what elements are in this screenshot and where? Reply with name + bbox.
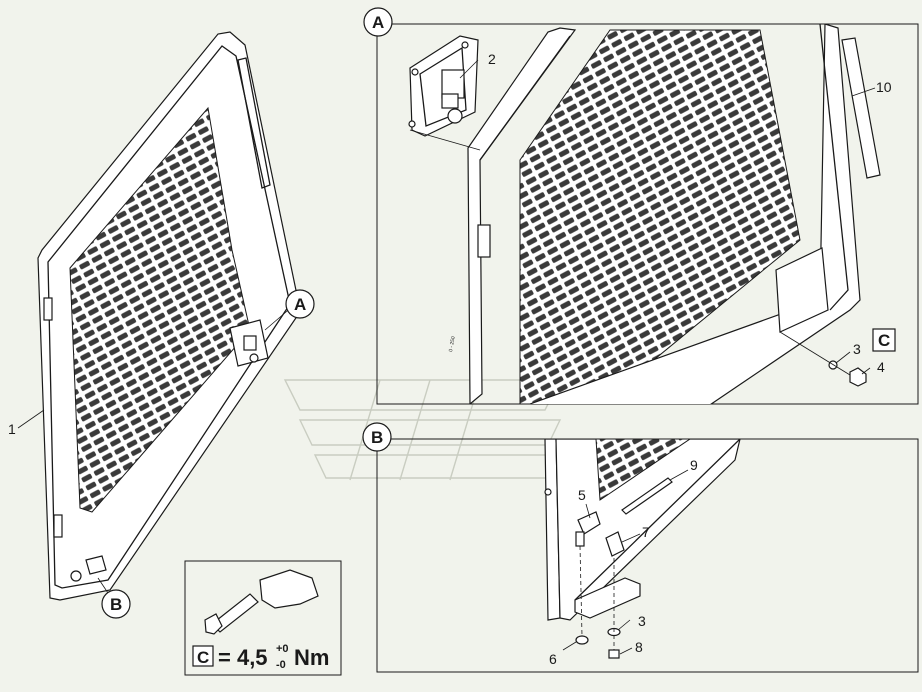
part-10-strip [841,37,881,179]
detail-a-drawing: 0 - 250 [408,24,881,404]
hand-icon [259,569,319,609]
callout-4: 4 [877,359,885,375]
callout-2: 2 [488,51,496,67]
torque-unit: Nm [294,645,329,670]
callout-5: 5 [578,487,586,503]
main-b-circle [101,589,131,619]
svg-text:0 - 250: 0 - 250 [448,336,457,353]
detail-a-letter: A [372,13,384,32]
callout-9: 9 [690,457,698,473]
watermark-logo [283,379,562,481]
wrench-illustration [204,569,319,635]
callout-1: 1 [8,421,16,437]
torque-value: = 4,5 [218,645,268,670]
part-9-rod [621,477,673,515]
part-2-latch [408,35,479,137]
torque-tol-plus: +0 [276,643,289,655]
main-a-letter: A [294,295,306,314]
main-b-letter: B [110,595,122,614]
door-panel [37,31,301,601]
callout-3-detail-b: 3 [638,613,646,629]
part-7-clip [605,531,625,557]
callout-7: 7 [642,524,650,540]
main-a-circle [285,289,315,319]
detail-b-circle [362,422,392,452]
part-4-nut [849,367,867,387]
detail-b-letter: B [371,428,383,447]
torque-tol-minus: -0 [276,659,286,671]
callout-6: 6 [549,651,557,667]
callout-8: 8 [635,639,643,655]
bracket [574,577,641,619]
detail-c-letter: C [878,331,890,350]
torque-legend-frame [184,560,342,676]
legend-c-letter: C [197,648,209,667]
callout-3-detail-a: 3 [853,341,861,357]
detail-b-drawing [544,439,741,659]
detail-c-box [872,328,896,352]
callout-10: 10 [876,79,892,95]
legend-c-box [192,645,214,667]
detail-a-circle [363,7,393,37]
